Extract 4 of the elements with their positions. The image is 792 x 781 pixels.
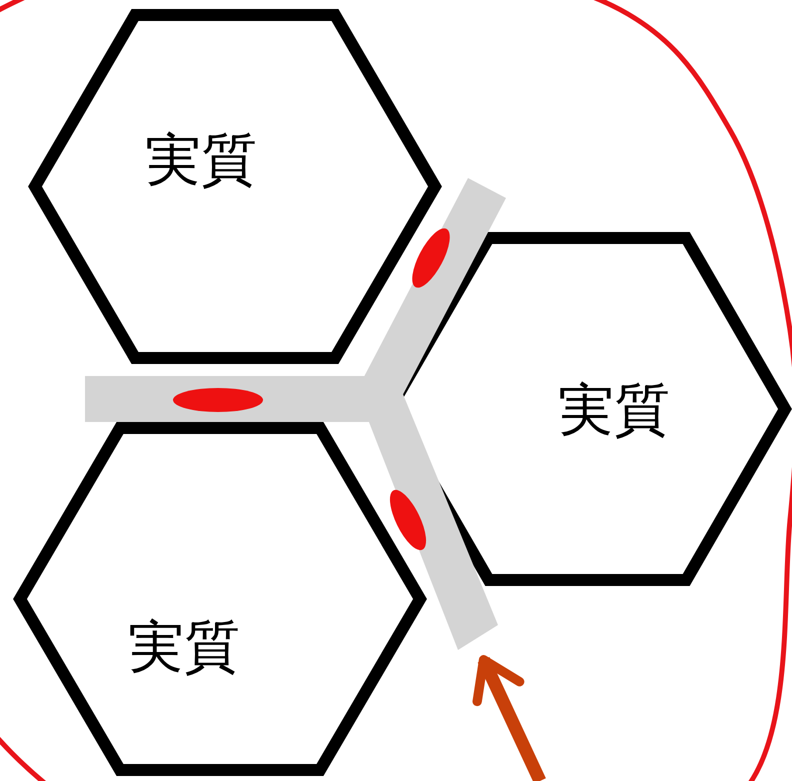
cell-label: 実質 <box>558 383 670 439</box>
cell-label: 実質 <box>128 620 240 676</box>
arrow <box>472 655 546 781</box>
cell-label: 実質 <box>145 133 257 189</box>
